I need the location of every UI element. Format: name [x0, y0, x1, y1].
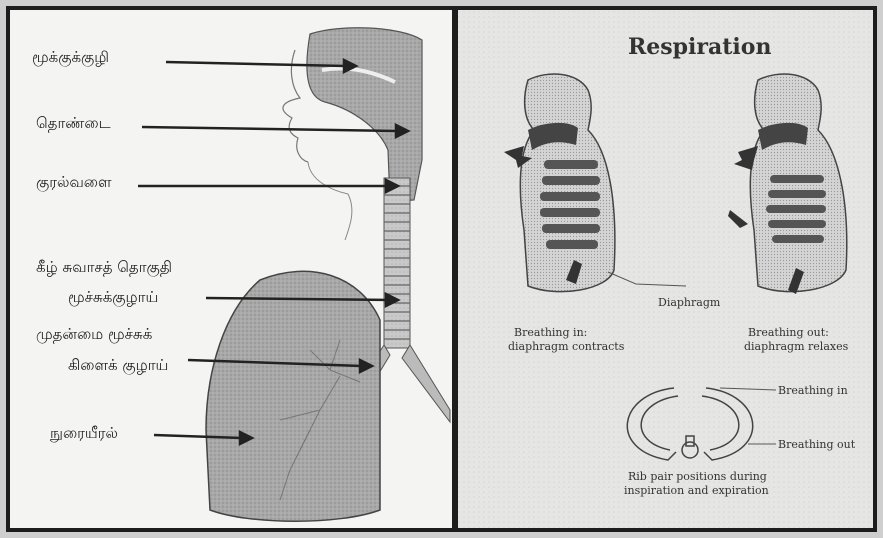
respiration-panel: Respiration [458, 10, 873, 528]
label-lung: நுரையீரல் [50, 424, 118, 444]
breathing-out-caption-1: Breathing out: [748, 326, 829, 339]
rib-breathing-out-label: Breathing out [778, 438, 856, 451]
figure-frame: மூக்குக்குழி தொண்டை குரல்வளை கீழ் சுவாசத… [6, 6, 877, 532]
label-lower-respiratory-tract: கீழ் சுவாசத் தொகுதி [36, 258, 172, 278]
label-pharynx: தொண்டை [36, 114, 111, 134]
rib-caption-1: Rib pair positions during [628, 470, 767, 483]
right-bronchus [402, 345, 450, 422]
respiratory-tract-panel: மூக்குக்குழி தொண்டை குரல்வளை கீழ் சுவாசத… [10, 10, 452, 528]
breathing-out-caption-2: diaphragm relaxes [744, 340, 849, 353]
rib-breathing-in-label: Breathing in [778, 384, 848, 397]
label-primary-bronchus-1: முதன்மை மூச்சுக் [36, 325, 152, 345]
label-primary-bronchus-2: கிளைக் குழாய் [68, 356, 168, 376]
lung-shape [206, 271, 380, 521]
label-trachea: மூச்சுக்குழாய் [68, 288, 158, 308]
rib-caption-2: inspiration and expiration [624, 484, 769, 497]
diaphragm-label: Diaphragm [658, 296, 721, 309]
breathing-in-caption-1: Breathing in: [514, 326, 587, 339]
breathing-in-caption-2: diaphragm contracts [508, 340, 625, 353]
label-larynx: குரல்வளை [36, 173, 112, 193]
trachea [384, 178, 410, 348]
label-nasal-cavity: மூக்குக்குழி [32, 48, 109, 68]
panel-title: Respiration [628, 34, 771, 60]
respiration-drawing: Respiration [458, 10, 873, 528]
